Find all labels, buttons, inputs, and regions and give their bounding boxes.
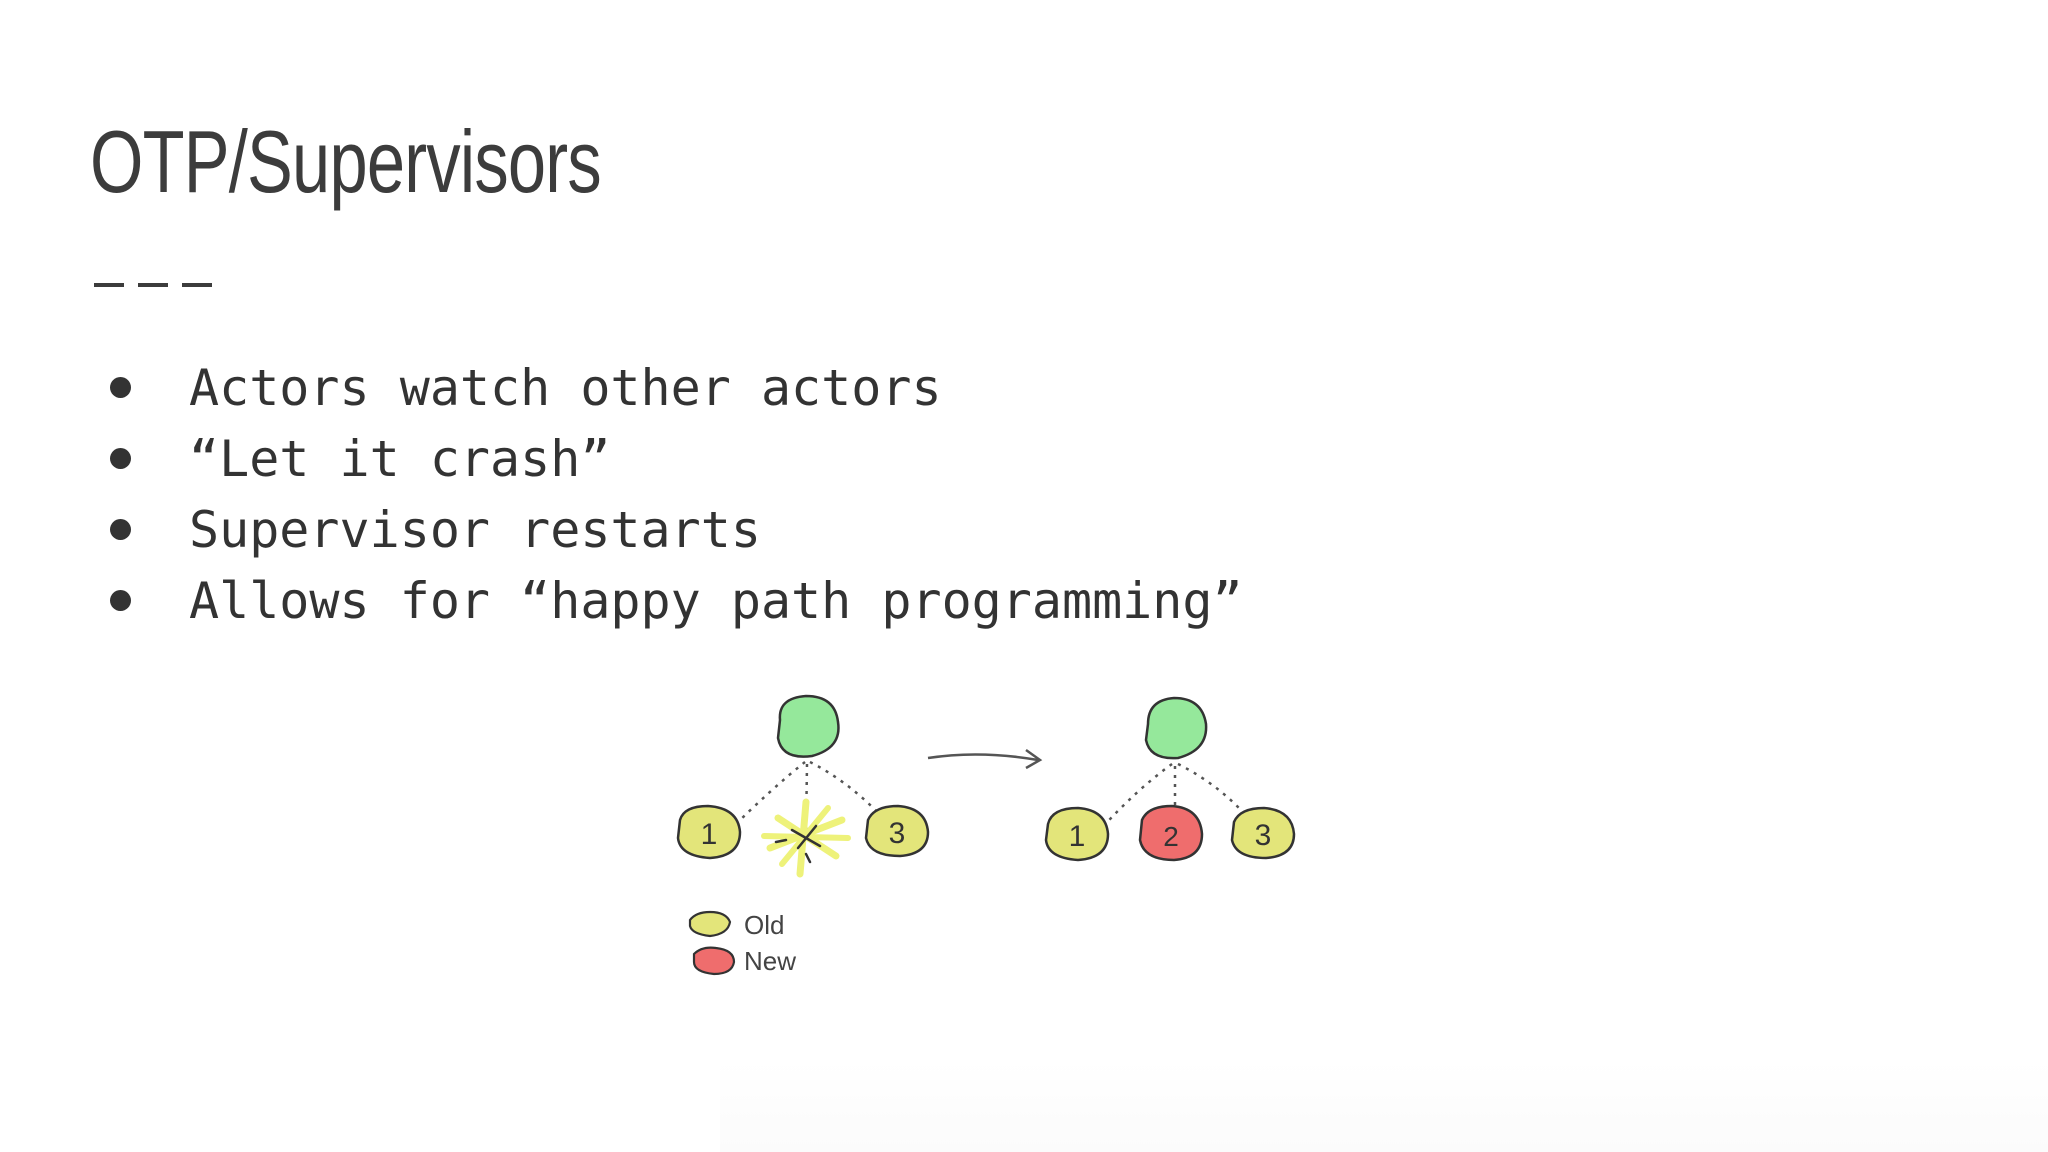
bullet-dot-icon xyxy=(110,590,131,611)
bullet-item: Supervisor restarts xyxy=(110,494,1243,565)
legend: Old New xyxy=(688,910,796,976)
dotted-link xyxy=(729,761,806,831)
bullet-item: “Let it crash” xyxy=(110,423,1243,494)
bullet-text: Allows for “happy path programming” xyxy=(189,571,1243,630)
worker-label: 2 xyxy=(1163,821,1179,852)
after-tree: 1 2 3 xyxy=(1044,696,1296,862)
worker-node-icon xyxy=(1044,806,1110,862)
bullet-item: Actors watch other actors xyxy=(110,352,1243,423)
worker-node-icon xyxy=(864,804,930,858)
supervisor-node-icon xyxy=(776,694,840,758)
legend-new-label: New xyxy=(744,946,796,976)
transition-arrow-icon xyxy=(927,748,1043,770)
legend-old-label: Old xyxy=(744,910,784,940)
worker-node-icon xyxy=(676,804,742,860)
supervisor-node-icon xyxy=(1144,696,1208,760)
legend-old-swatch-icon xyxy=(688,910,732,938)
title-underline xyxy=(94,283,212,287)
bullet-dot-icon xyxy=(110,448,131,469)
slide-title: OTP/Supervisors xyxy=(90,112,602,211)
bullet-text: “Let it crash” xyxy=(189,429,611,488)
before-tree: 1 3 xyxy=(676,694,930,878)
dotted-link xyxy=(809,760,893,829)
new-worker-node-icon xyxy=(1138,804,1204,862)
bullet-text: Supervisor restarts xyxy=(189,500,761,559)
worker-label: 3 xyxy=(889,817,906,850)
crash-burst-icon xyxy=(761,798,851,878)
worker-node-icon xyxy=(1230,806,1296,860)
dotted-link xyxy=(1177,762,1259,831)
bullet-dot-icon xyxy=(110,519,131,540)
bullet-dot-icon xyxy=(110,377,131,398)
legend-new-swatch-icon xyxy=(692,946,736,976)
bullet-item: Allows for “happy path programming” xyxy=(110,565,1243,636)
worker-label: 1 xyxy=(701,818,718,851)
worker-label: 1 xyxy=(1069,820,1086,853)
worker-label: 3 xyxy=(1255,819,1272,852)
dotted-link xyxy=(1099,762,1173,831)
supervisor-restart-diagram: 1 3 xyxy=(676,694,1296,976)
bullet-text: Actors watch other actors xyxy=(189,358,942,417)
bullet-list: Actors watch other actors “Let it crash”… xyxy=(110,352,1243,636)
background-shade xyxy=(720,1060,2048,1152)
